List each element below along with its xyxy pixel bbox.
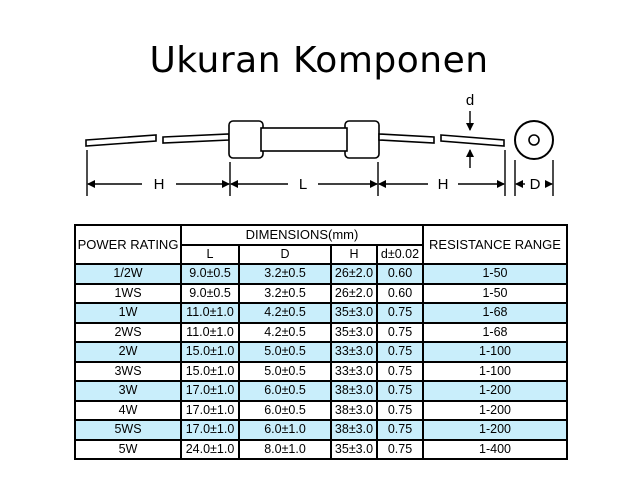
cell-d: 0.75 [376, 380, 424, 402]
cell-h: 38±3.0 [330, 419, 378, 441]
cell-l: 24.0±1.0 [180, 438, 240, 460]
header-resistance-range: RESISTANCE RANGE [422, 224, 568, 265]
cell-range: 1-100 [422, 360, 568, 382]
cell-range: 1-50 [422, 263, 568, 285]
cell-l: 17.0±1.0 [180, 419, 240, 441]
cell-l: 9.0±0.5 [180, 263, 240, 285]
header-d-diameter: D [238, 243, 332, 265]
cell-h: 38±3.0 [330, 380, 378, 402]
cell-d: 4.2±0.5 [238, 302, 332, 324]
cell-power: 1WS [74, 282, 182, 304]
label-d-lead: d [466, 92, 474, 109]
resistor-dimension-diagram: H L H D d [85, 92, 554, 196]
cell-d: 0.75 [376, 321, 424, 343]
cell-d: 6.0±0.5 [238, 380, 332, 402]
cell-range: 1-200 [422, 419, 568, 441]
cell-d: 0.75 [376, 341, 424, 363]
cell-h: 33±3.0 [330, 341, 378, 363]
cell-range: 1-200 [422, 399, 568, 421]
label-h-right: H [438, 176, 449, 193]
cell-l: 17.0±1.0 [180, 399, 240, 421]
cell-d: 0.60 [376, 282, 424, 304]
cell-h: 35±3.0 [330, 438, 378, 460]
cell-power: 1W [74, 302, 182, 324]
header-power-rating: POWER RATING [74, 224, 182, 265]
cell-d: 3.2±0.5 [238, 282, 332, 304]
cell-power: 5WS [74, 419, 182, 441]
cell-power: 3W [74, 380, 182, 402]
resistor-body [85, 120, 505, 159]
cell-h: 33±3.0 [330, 360, 378, 382]
header-l: L [180, 243, 240, 265]
cell-range: 1-100 [422, 341, 568, 363]
cell-d: 0.75 [376, 438, 424, 460]
header-d-lead: d±0.02 [376, 243, 424, 265]
cell-l: 17.0±1.0 [180, 380, 240, 402]
cell-l: 9.0±0.5 [180, 282, 240, 304]
slide-title: Ukuran Komponen [149, 40, 489, 81]
cell-h: 26±2.0 [330, 282, 378, 304]
cell-power: 5W [74, 438, 182, 460]
cell-l: 11.0±1.0 [180, 321, 240, 343]
cell-power: 4W [74, 399, 182, 421]
cell-power: 2WS [74, 321, 182, 343]
cell-d: 5.0±0.5 [238, 341, 332, 363]
cell-d: 0.75 [376, 360, 424, 382]
cell-power: 1/2W [74, 263, 182, 285]
cell-l: 15.0±1.0 [180, 360, 240, 382]
cell-range: 1-68 [422, 302, 568, 324]
cell-l: 11.0±1.0 [180, 302, 240, 324]
cell-h: 26±2.0 [330, 263, 378, 285]
cell-power: 3WS [74, 360, 182, 382]
cell-range: 1-68 [422, 321, 568, 343]
cell-range: 1-400 [422, 438, 568, 460]
label-l: L [299, 176, 307, 193]
label-h-left: H [154, 176, 165, 193]
cell-d: 5.0±0.5 [238, 360, 332, 382]
cell-l: 15.0±1.0 [180, 341, 240, 363]
header-dimensions: DIMENSIONS(mm) [180, 224, 424, 246]
cell-d: 0.75 [376, 399, 424, 421]
cell-range: 1-200 [422, 380, 568, 402]
cell-d: 0.60 [376, 263, 424, 285]
cell-d: 4.2±0.5 [238, 321, 332, 343]
cell-d: 6.0±0.5 [238, 399, 332, 421]
cell-range: 1-50 [422, 282, 568, 304]
cell-d: 8.0±1.0 [238, 438, 332, 460]
end-view-circle [514, 120, 554, 160]
cell-h: 35±3.0 [330, 302, 378, 324]
cell-h: 35±3.0 [330, 321, 378, 343]
header-h: H [330, 243, 378, 265]
cell-h: 38±3.0 [330, 399, 378, 421]
cell-d: 3.2±0.5 [238, 263, 332, 285]
cell-d: 6.0±1.0 [238, 419, 332, 441]
label-d-diameter: D [530, 176, 541, 193]
dimensions-table: POWER RATING DIMENSIONS(mm) RESISTANCE R… [74, 224, 568, 460]
cell-d: 0.75 [376, 419, 424, 441]
cell-power: 2W [74, 341, 182, 363]
cell-d: 0.75 [376, 302, 424, 324]
